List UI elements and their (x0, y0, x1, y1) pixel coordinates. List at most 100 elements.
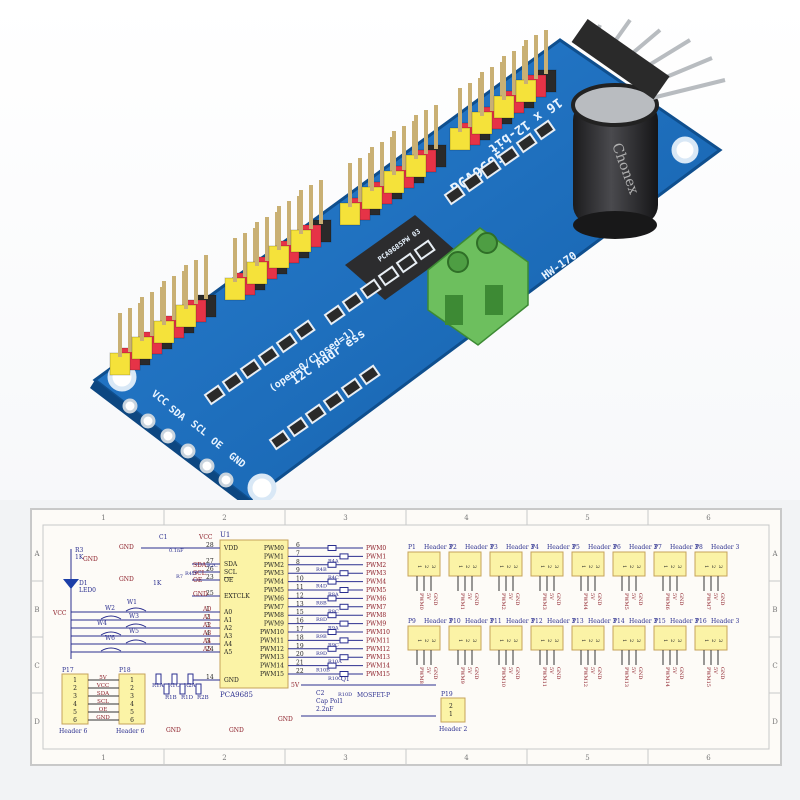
header-part: Header 3 (506, 618, 535, 625)
header-net-label: PWM2 (500, 593, 506, 610)
smd-resistor (304, 403, 327, 425)
header-pin-number: 6 (130, 717, 134, 724)
switch-label: W4 (97, 620, 107, 627)
pulldown-resistor-label: R1A (152, 683, 165, 689)
smd-resistor (239, 358, 262, 380)
header-pin-number: 6 (73, 717, 77, 724)
pwm-net-label: PWM5 (366, 587, 386, 594)
column-label-top: 6 (706, 514, 711, 522)
header-pin-number: 4 (73, 701, 77, 708)
smd-resistor (286, 416, 309, 438)
header-body (489, 551, 523, 577)
u1-pin-name: PWM13 (260, 654, 284, 661)
header-pin (184, 265, 188, 309)
header-pin-number: 2 (464, 565, 470, 568)
row-label-right: D (772, 718, 778, 726)
pwm-net-label: PWM8 (366, 612, 386, 619)
series-resistor-label: R10B (316, 668, 330, 674)
bus-net-label: 5V (99, 675, 107, 681)
u1-pin-name: SDA (224, 561, 238, 568)
u1-ref: U1 (220, 531, 230, 539)
header-pin (162, 281, 166, 325)
switch-label: W2 (105, 605, 115, 612)
header-pin-number: 2 (628, 639, 634, 642)
header-pin-number: 2 (423, 639, 429, 642)
u1-pin-number: 1 (206, 606, 210, 613)
smd-resistor (413, 239, 436, 261)
header-pin-number: 2 (587, 565, 593, 568)
p18-part: Header 6 (116, 728, 145, 735)
header-net-label: PWM1 (459, 593, 465, 610)
p19-part: Header 2 (439, 726, 468, 733)
u1-pin-name: PWM6 (264, 595, 284, 602)
header-net-label: 5V (712, 667, 718, 674)
header-body (571, 625, 605, 651)
address-net-label: A4 (202, 638, 211, 645)
pwm-net-label: PWM6 (366, 595, 386, 602)
r7-value: 1K (153, 580, 162, 587)
header-ref: P7 (654, 544, 662, 551)
series-resistor (339, 570, 349, 577)
column-label-top: 2 (222, 514, 226, 522)
header-net-label: 5V (630, 593, 636, 600)
header-pin-number: 3 (471, 565, 477, 568)
header-pin (458, 88, 462, 132)
header-pin-number: 1 (457, 639, 463, 642)
pwm-net-label: PWM7 (366, 604, 386, 611)
address-switch (100, 615, 122, 620)
header-pin-number: 3 (594, 639, 600, 642)
header-net-label: PWM11 (541, 667, 547, 687)
u1-pin-number: 8 (296, 559, 300, 566)
header-net-label: 5V (507, 593, 513, 600)
header-body (653, 625, 687, 651)
c1-value: 0.1nF (169, 548, 184, 554)
header-pin (204, 255, 208, 299)
header-net-label: PWM3 (541, 593, 547, 610)
header-part: Header 3 (588, 544, 617, 551)
smd-resistor (257, 345, 280, 367)
gnd-label: GND (166, 727, 181, 734)
series-resistor-label: R9A (328, 626, 339, 632)
header-pin-number: 1 (662, 639, 668, 642)
pulldown-resistor-label: R2B (197, 695, 209, 701)
board-photo-svg: PCA9685PW 03 Chonex PCA9685 16 x 12-bit … (90, 18, 726, 508)
net-gnd-label: GND (278, 716, 293, 723)
series-resistor-label: R10D (338, 692, 352, 698)
header-pin (128, 308, 132, 352)
c2-value: 2.2nF (316, 706, 334, 713)
series-resistor-label: R10C (328, 676, 342, 682)
series-resistor (339, 553, 349, 560)
header-pin-number: 1 (498, 639, 504, 642)
u1-pin-number: 15 (296, 609, 304, 616)
r3-ref: R3 (75, 547, 84, 554)
header-net-label: GND (432, 593, 438, 605)
series-resistor (339, 671, 349, 677)
header-pin-number: 1 (498, 565, 504, 568)
header-pin-number: 3 (471, 639, 477, 642)
header-pin-number: 2 (73, 685, 77, 692)
header-net-label: GND (432, 667, 438, 679)
header-ref: P3 (490, 544, 498, 551)
header-net-label: PWM12 (582, 667, 588, 687)
header-part: Header 3 (670, 544, 699, 551)
header-part: Header 3 (547, 618, 576, 625)
smd-resistor (443, 184, 466, 206)
smd-resistor (275, 332, 298, 354)
pwm-net-label: PWM14 (366, 663, 390, 670)
header-body (694, 625, 728, 651)
u1-pin-number: 19 (296, 643, 304, 650)
series-resistor (339, 603, 349, 610)
u1-pin-name: A1 (223, 617, 232, 624)
pwm-net-label: PWM3 (366, 570, 386, 577)
switch-label: W3 (129, 613, 139, 620)
header-part: Header 3 (465, 618, 494, 625)
header-part: Header 3 (711, 544, 740, 551)
bus-net-label: SCL (97, 699, 109, 705)
header-part: Header 3 (670, 618, 699, 625)
pulldown-resistor-label: R1B (165, 695, 177, 701)
header-part: Header 3 (424, 544, 453, 551)
u1-pin-number: 11 (296, 584, 304, 591)
header-pin-number: 3 (635, 565, 641, 568)
smd-resistor (341, 291, 364, 313)
